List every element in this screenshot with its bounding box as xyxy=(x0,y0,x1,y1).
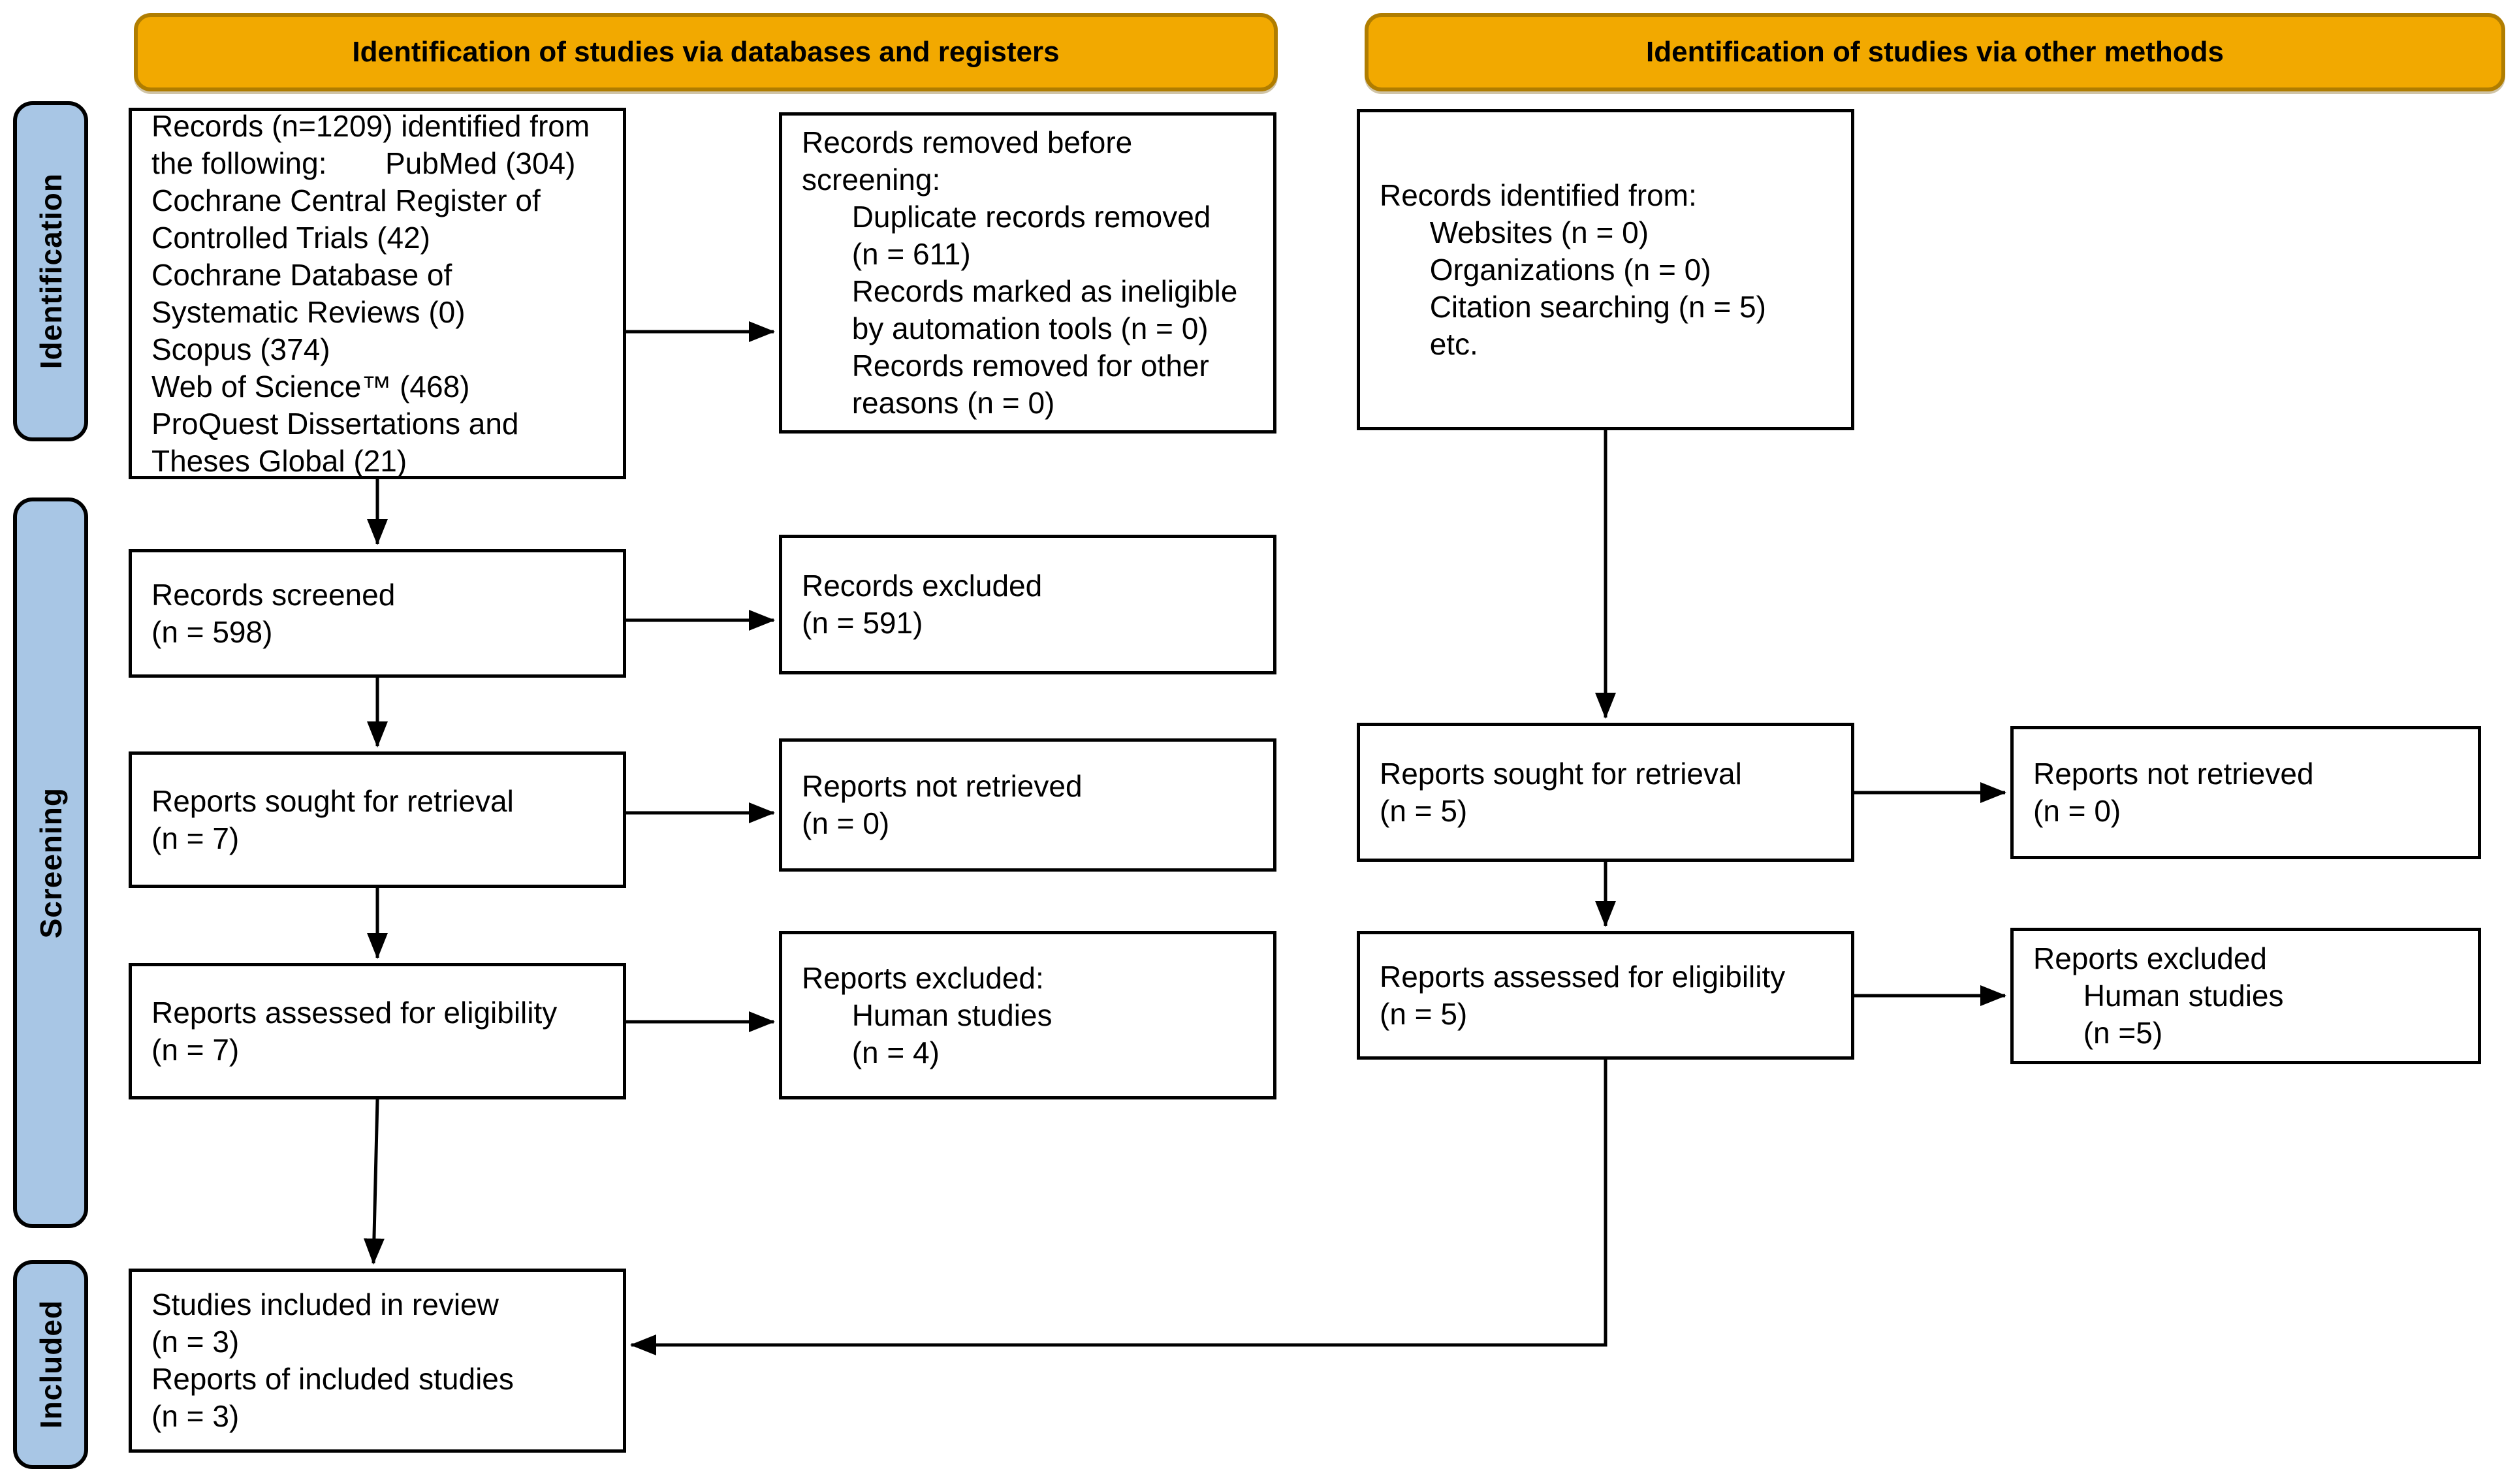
banner-identification-databases-label: Identification of studies via databases … xyxy=(352,36,1060,68)
box-records-removed: Records removed before screening: Duplic… xyxy=(779,112,1276,434)
banner-identification-databases: Identification of studies via databases … xyxy=(134,13,1278,91)
phase-identification: Identification xyxy=(13,101,88,441)
box-reports-not-retrieved-databases: Reports not retrieved (n = 0) xyxy=(779,738,1276,872)
phase-identification-label: Identification xyxy=(33,173,68,370)
box-studies-included-text: Studies included in review (n = 3) Repor… xyxy=(151,1287,514,1433)
box-reports-excluded-databases: Reports excluded: Human studies (n = 4) xyxy=(779,931,1276,1099)
box-reports-assessed-other-text: Reports assessed for eligibility (n = 5) xyxy=(1380,959,1786,1031)
arrow-assessed-to-included xyxy=(363,1099,385,1265)
box-reports-excluded-databases-text: Reports excluded: Human studies (n = 4) xyxy=(802,960,1053,1069)
box-reports-sought-other-text: Reports sought for retrieval (n = 5) xyxy=(1380,756,1742,828)
phase-screening: Screening xyxy=(13,497,88,1228)
box-studies-included: Studies included in review (n = 3) Repor… xyxy=(129,1269,626,1453)
box-reports-assessed-other: Reports assessed for eligibility (n = 5) xyxy=(1357,931,1854,1060)
box-reports-sought-databases-text: Reports sought for retrieval (n = 7) xyxy=(151,783,514,855)
box-reports-sought-databases: Reports sought for retrieval (n = 7) xyxy=(129,751,626,888)
arrow-other-assessed-to-included xyxy=(630,1060,1607,1355)
box-reports-excluded-other-text: Reports excluded Human studies (n =5) xyxy=(2033,941,2284,1050)
box-records-screened: Records screened (n = 598) xyxy=(129,549,626,678)
box-records-identified-other-text: Records identified from: Websites (n = 0… xyxy=(1380,178,1766,361)
box-records-excluded: Records excluded (n = 591) xyxy=(779,535,1276,674)
box-reports-excluded-other: Reports excluded Human studies (n =5) xyxy=(2010,928,2481,1064)
box-records-identified-databases: Records (n=1209) identified from the fol… xyxy=(129,108,626,479)
box-records-removed-text: Records removed before screening: Duplic… xyxy=(802,125,1238,420)
box-records-excluded-text: Records excluded (n = 591) xyxy=(802,569,1043,640)
box-reports-not-retrieved-other-text: Reports not retrieved (n = 0) xyxy=(2033,757,2314,828)
box-records-identified-databases-text: Records (n=1209) identified from the fol… xyxy=(151,108,590,478)
box-records-identified-other: Records identified from: Websites (n = 0… xyxy=(1357,109,1854,430)
banner-identification-other: Identification of studies via other meth… xyxy=(1365,13,2505,91)
phase-included: Included xyxy=(13,1260,88,1469)
banner-identification-other-label: Identification of studies via other meth… xyxy=(1646,36,2224,68)
box-records-screened-text: Records screened (n = 598) xyxy=(151,577,396,649)
phase-included-label: Included xyxy=(33,1300,68,1429)
phase-screening-label: Screening xyxy=(33,787,68,939)
box-reports-not-retrieved-other: Reports not retrieved (n = 0) xyxy=(2010,726,2481,859)
box-reports-assessed-databases: Reports assessed for eligibility (n = 7) xyxy=(129,963,626,1099)
box-reports-assessed-databases-text: Reports assessed for eligibility (n = 7) xyxy=(151,995,558,1067)
box-reports-not-retrieved-databases-text: Reports not retrieved (n = 0) xyxy=(802,769,1083,840)
box-reports-sought-other: Reports sought for retrieval (n = 5) xyxy=(1357,723,1854,862)
